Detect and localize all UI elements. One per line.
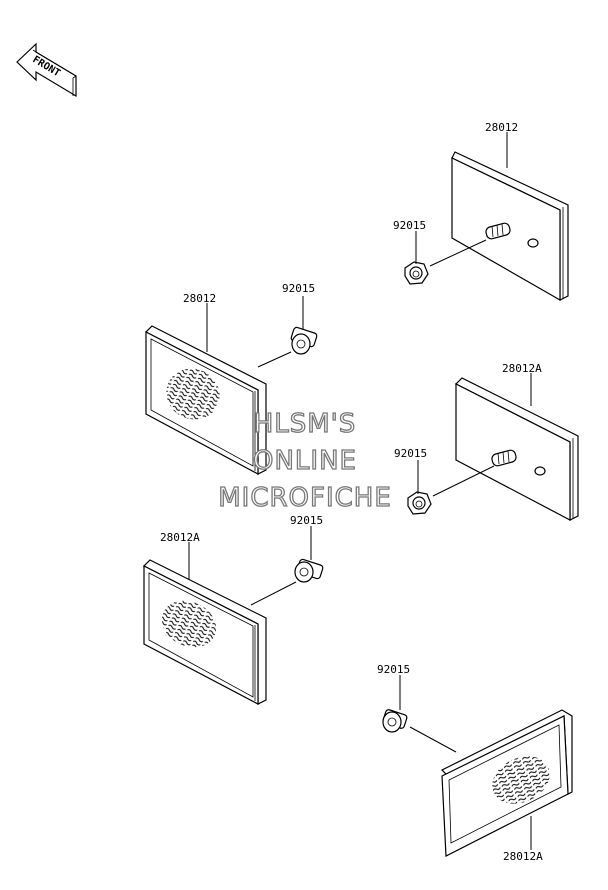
watermark-line-1: HLSM'S — [254, 409, 357, 439]
watermark-line-2: ONLINE — [253, 446, 357, 476]
label-92015-left-lower: 92015 — [290, 514, 323, 527]
stud-icon — [491, 449, 517, 467]
nut-92015-left-lower — [294, 558, 324, 583]
label-28012-top-right: 28012 — [485, 121, 518, 134]
nut-92015-mid-right — [407, 491, 432, 515]
watermark-line-3: MICROFICHE — [218, 483, 392, 513]
reflector-28012A-left-lower — [142, 559, 267, 705]
front-arrow-icon: FRONT — [16, 42, 77, 98]
label-28012A-bottom-right: 28012A — [503, 850, 543, 863]
label-28012-left-upper: 28012 — [183, 292, 216, 305]
label-28012A-left-lower: 28012A — [160, 531, 200, 544]
label-92015-mid-right: 92015 — [394, 447, 427, 460]
stud-icon — [485, 222, 511, 240]
reflector-28012-left-upper — [144, 325, 267, 476]
reflector-28012A-mid-right — [454, 377, 579, 521]
reflector-28012A-bottom-right — [440, 709, 573, 857]
nut-92015-bottom-right — [382, 709, 408, 733]
label-92015-left-upper: 92015 — [282, 282, 315, 295]
label-92015-bottom-right: 92015 — [377, 663, 410, 676]
label-28012A-mid-right: 28012A — [502, 362, 542, 375]
watermark: HLSM'S ONLINE MICROFICHE — [218, 408, 392, 513]
label-92015-top-right: 92015 — [393, 219, 426, 232]
reflector-28012-top-right — [451, 151, 569, 302]
nut-92015-left-upper — [290, 326, 318, 355]
nut-92015-top-right — [404, 261, 429, 285]
